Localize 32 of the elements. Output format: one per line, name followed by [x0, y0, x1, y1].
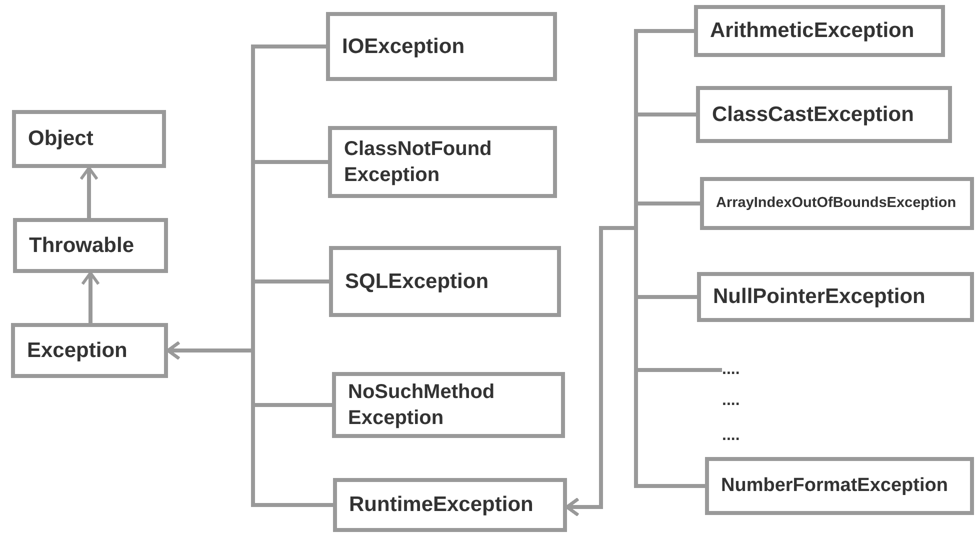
class-box: [705, 457, 974, 515]
class-name: ClassCastException: [712, 102, 914, 128]
class-box: [694, 5, 945, 57]
class-box: [333, 478, 567, 532]
class-box: [697, 272, 974, 322]
class-box: [696, 86, 952, 143]
class-name: IOException: [342, 34, 465, 60]
class-name: NumberFormatException: [721, 474, 948, 498]
class-box: [328, 126, 557, 198]
ellipsis-text: ....: [722, 427, 740, 445]
class-name: ArithmeticException: [710, 18, 914, 44]
class-box: [332, 372, 565, 438]
class-name: Object: [28, 126, 94, 152]
class-name: RuntimeException: [349, 492, 534, 518]
class-box: [700, 177, 974, 230]
class-name: ClassNotFound Exception: [344, 137, 493, 188]
class-name: NullPointerException: [713, 284, 926, 310]
class-name: NoSuchMethod Exception: [348, 380, 496, 431]
class-name: Throwable: [29, 232, 134, 259]
inheritance-arrow: [80, 166, 98, 218]
class-box: [326, 12, 557, 81]
class-box: [12, 110, 166, 168]
class-name: Exception: [27, 338, 128, 364]
class-name: ArrayIndexOutOfBoundsException: [716, 194, 956, 213]
inheritance-arrow: [166, 341, 333, 507]
class-box: [11, 323, 168, 378]
class-box: [13, 218, 168, 273]
inheritance-arrow: [81, 272, 100, 323]
ellipsis-text: ....: [722, 392, 740, 410]
class-name: SQLException: [345, 268, 489, 295]
ellipsis-text: ....: [722, 358, 782, 382]
class-box: [329, 246, 561, 317]
